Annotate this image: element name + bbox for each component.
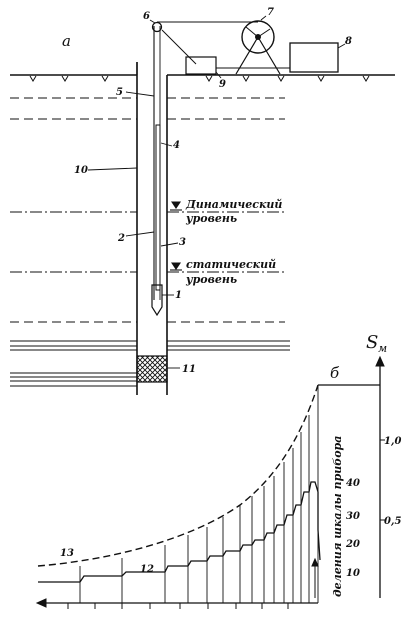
callout-1: 1 [175,290,182,301]
time-axis-arrow [35,598,47,608]
s-axis-unit: м [378,342,387,355]
s-axis-arrow [375,355,385,367]
dynamic-level-label-1: Динамический [185,198,282,211]
callout-12: 12 [140,564,154,575]
strata-left [10,97,137,387]
panel-a-letter: а [62,32,71,50]
s-axis-tick-label-1: 1,0 [384,436,401,447]
time-verticals [79,385,319,603]
callout-9: 9 [219,79,226,90]
well-filter-hatched [136,355,168,383]
callout-5: 5 [116,87,123,98]
leader-lines [87,15,346,369]
winch-drum-7 [241,20,275,54]
callout-4: 4 [173,140,180,151]
s-axis-tick-label-05: 0,5 [384,516,401,527]
callout-7: 7 [267,7,274,18]
static-level-marker [170,262,182,270]
dynamic-level-marker [170,201,182,209]
panel-b-letter: б [330,364,340,382]
panel-a [10,15,395,395]
probe-body-4 [155,124,161,291]
callout-3: 3 [179,237,186,248]
callout-6: 6 [143,11,150,22]
scale-tick-40: 40 [346,478,360,489]
recorder-trace-12 [79,481,321,583]
scale-tick-30: 30 [346,511,360,522]
cable-to-counter [161,29,197,65]
panel-b [35,355,385,609]
callout-10: 10 [74,165,88,176]
drum-spoke-b [257,28,271,38]
static-level-label-1: статический [186,258,276,271]
s-axis-label: S [366,332,378,353]
strata-right [167,97,290,351]
scale-axis-text: деления шкалы прибора 40 30 20 10 [331,436,360,597]
callout-2: 2 [117,233,125,244]
drawdown-curve-13 [37,384,319,567]
scale-tick-10: 10 [346,568,360,579]
callout-11: 11 [182,364,196,375]
scale-axis-label: деления шкалы прибора [331,436,344,597]
recorder-device-8 [289,42,339,73]
scale-axis-arrow [311,557,319,567]
time-axis-ticks [67,603,289,609]
counter-device-9 [185,56,217,75]
dynamic-level-lines [10,201,285,213]
scale-tick-20: 20 [345,539,360,550]
ground-ticks [29,75,370,82]
static-level-lines [10,262,285,273]
drum-spoke-a [245,26,259,38]
callout-13: 13 [60,548,74,559]
static-level-label-2: уровень [185,273,237,286]
dynamic-level-label-2: уровень [185,212,237,225]
probe-sensor-1 [151,284,163,317]
callout-8: 8 [345,36,352,47]
